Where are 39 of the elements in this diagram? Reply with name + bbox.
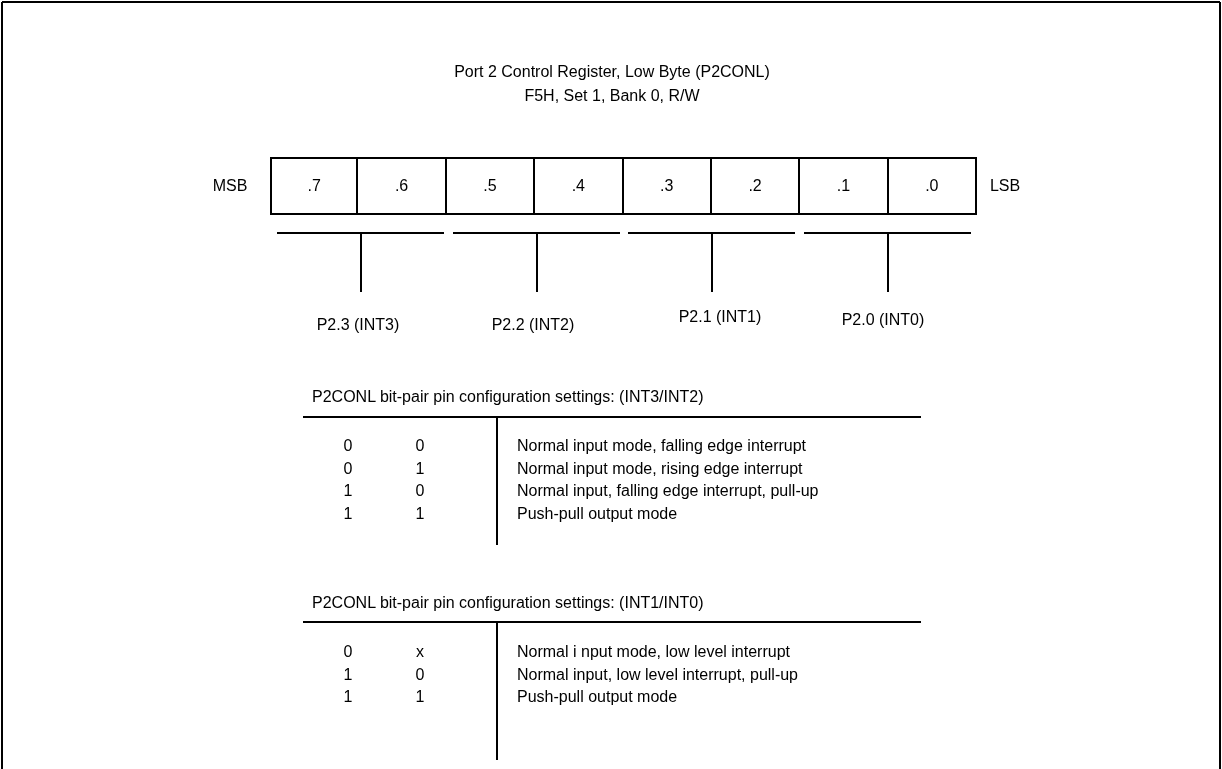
bit-cell: .1 bbox=[798, 157, 889, 215]
bit-cell: .7 bbox=[270, 157, 359, 215]
setting-description: Normal i nput mode, low level interrupt bbox=[517, 642, 790, 662]
bit-cell: .2 bbox=[709, 157, 801, 215]
setting-description: Normal input, low level interrupt, pull-up bbox=[517, 664, 798, 685]
bit-value: 0 bbox=[415, 664, 425, 685]
bit-value: 1 bbox=[343, 503, 353, 524]
bit-value: 0 bbox=[415, 436, 425, 456]
field-name: P2.2 (INT2) bbox=[491, 315, 575, 335]
setting-description: Push-pull output mode bbox=[517, 503, 678, 524]
table-heading: P2CONL bit-pair pin configuration settings: (INT3/INT2) bbox=[312, 387, 704, 407]
bit-cell: .6 bbox=[356, 157, 447, 215]
field-name: P2.1 (INT1) bbox=[678, 307, 762, 327]
bit-value: 0 bbox=[415, 481, 425, 502]
bit-value: 1 bbox=[343, 481, 353, 502]
bit-value: 1 bbox=[415, 503, 425, 524]
bit-value: 0 bbox=[343, 458, 353, 479]
setting-description: Push-pull output mode bbox=[517, 687, 678, 708]
bit-value: 1 bbox=[415, 458, 425, 479]
bit-value: 1 bbox=[415, 687, 425, 708]
field-name: P2.0 (INT0) bbox=[841, 310, 925, 330]
field-name: P2.3 (INT3) bbox=[316, 315, 400, 335]
bit-value: x bbox=[416, 642, 424, 662]
register-title: Port 2 Control Register, Low Byte (P2CONL) bbox=[454, 62, 770, 82]
bit-cell: .4 bbox=[533, 157, 624, 215]
bit-value: 0 bbox=[343, 642, 353, 662]
bit-value: 1 bbox=[343, 687, 353, 708]
bit-cell: .3 bbox=[621, 157, 712, 215]
setting-description: Normal input, falling edge interrupt, pull-up bbox=[517, 481, 819, 502]
bit-value: 0 bbox=[343, 436, 353, 456]
msb-label: MSB bbox=[212, 176, 248, 196]
bit-value: 1 bbox=[343, 664, 353, 685]
setting-description: Normal input mode, falling edge interrupt bbox=[517, 436, 807, 456]
register-address: F5H, Set 1, Bank 0, R/W bbox=[524, 86, 700, 106]
lsb-label: LSB bbox=[989, 176, 1021, 196]
setting-description: Normal input mode, rising edge interrupt bbox=[517, 458, 803, 479]
table-heading: P2CONL bit-pair pin configuration settings: (INT1/INT0) bbox=[312, 593, 704, 613]
bit-cell: .0 bbox=[886, 157, 977, 215]
bit-cell: .5 bbox=[444, 157, 536, 215]
